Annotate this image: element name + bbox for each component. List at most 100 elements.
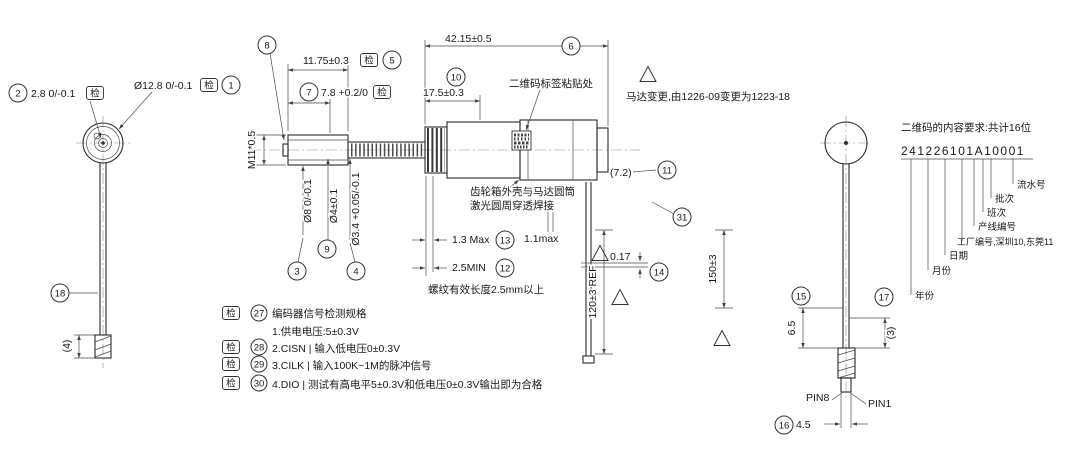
inspection-tag: 检 [222, 357, 240, 371]
dim-42-15: 42.15±0.5 [445, 33, 492, 45]
balloon-5: 5 [382, 50, 402, 70]
svg-text:检: 检 [226, 342, 236, 354]
warning-triangle [611, 288, 629, 305]
balloon-7: 7 [299, 82, 319, 102]
weld-note-line2: 激光圆周穿透焊接 [470, 199, 554, 212]
dim-2-8: 2.8 0/-0.1 [31, 88, 76, 100]
svg-text:31: 31 [677, 213, 688, 224]
balloon-3: 3 [287, 261, 307, 281]
weld-note-line1: 齿轮箱外壳与马达圆筒 [470, 185, 575, 198]
warning-triangle [591, 244, 609, 261]
svg-text:11: 11 [662, 166, 672, 177]
balloon-8: 8 [257, 35, 277, 55]
svg-text:13: 13 [500, 236, 511, 247]
svg-text:5: 5 [389, 56, 394, 67]
svg-text:12: 12 [500, 264, 511, 275]
balloon-1: 1 [221, 75, 241, 95]
svg-text:16: 16 [779, 421, 790, 432]
encoder-spec-title: 编码器信号检测规格 [272, 307, 367, 320]
encoder-spec-block: 编码器信号检测规格 1.供电电压:5±0.3V 2.CISN | 输入低电压0±… [271, 306, 545, 393]
qr-label-date: 日期 [949, 251, 968, 262]
dim-7-2: (7.2) [610, 167, 632, 179]
dim-1-1: 1.1max [524, 233, 559, 245]
svg-text:7: 7 [306, 88, 311, 99]
encoder-spec-item2: 2.CISN | 输入低电压0±0.3V [272, 342, 400, 355]
balloon-27: 27 [250, 304, 268, 322]
dim-dia-3-4: Ø3.4 +0.05/-0.1 [350, 172, 362, 245]
svg-text:检: 检 [90, 88, 100, 100]
svg-text:29: 29 [254, 360, 265, 371]
balloon-4: 4 [346, 261, 366, 281]
encoder-spec-item4: 4.DIO | 测试有高电平5±0.3V和低电压0±0.3V输出即为合格 [272, 378, 543, 391]
dim-120: 120±3 REF [587, 265, 599, 318]
dim-4-5: 4.5 [796, 419, 811, 431]
dim-6-5: 6.5 [786, 321, 798, 336]
keyway-feature [93, 132, 101, 140]
svg-text:10: 10 [451, 73, 462, 84]
balloon-11: 11 [657, 160, 677, 180]
inspection-tags: 检 检 检 检 检 检 检 检 [86, 53, 391, 390]
end-cap [596, 127, 609, 173]
balloon-2: 2 [8, 83, 28, 103]
pin8-label: PIN8 [806, 392, 830, 404]
balloon-14: 14 [649, 262, 669, 282]
svg-text:检: 检 [377, 87, 387, 99]
main-view-dimensions: 42.15±0.5 11.75±0.3 7.8 +0.2/0 17.5±0.3 … [245, 32, 792, 355]
qr-sticker-note: 二维码标签粘贴处 [509, 77, 593, 90]
balloon-9: 9 [317, 239, 337, 259]
inspection-tag: 检 [86, 86, 104, 100]
balloon-28: 28 [250, 338, 268, 356]
svg-text:30: 30 [254, 379, 265, 390]
warning-triangle [639, 65, 657, 82]
balloon-29: 29 [250, 355, 268, 373]
qr-label-line-no: 产线编号 [978, 221, 1016, 233]
balloon-6: 6 [561, 36, 581, 56]
balloon-15: 15 [791, 286, 811, 306]
svg-text:14: 14 [654, 268, 665, 279]
inspection-tag: 检 [373, 85, 391, 99]
svg-text:28: 28 [254, 343, 265, 354]
svg-text:17: 17 [879, 293, 890, 304]
qr-requirement-title: 二维码的内容要求:共计16位 [901, 121, 1032, 134]
dim-1-3: 1.3 Max [452, 234, 490, 246]
dim-17-5: 17.5±0.3 [423, 87, 464, 99]
balloon-callouts: 2 1 18 8 5 7 6 10 3 9 4 13 12 11 31 14 1… [8, 35, 894, 435]
svg-text:检: 检 [226, 359, 236, 371]
balloon-30: 30 [250, 374, 268, 392]
inspection-tag: 检 [222, 306, 240, 320]
qr-code-sticker [511, 130, 532, 151]
inspection-tag: 检 [200, 78, 218, 92]
svg-text:8: 8 [264, 41, 269, 52]
svg-text:检: 检 [226, 378, 236, 390]
dim-7-8: 7.8 +0.2/0 [321, 87, 368, 99]
qr-label-month: 月份 [932, 265, 952, 277]
balloon-12: 12 [495, 258, 515, 278]
dim-150: 150±3 [707, 254, 719, 283]
balloon-17: 17 [874, 287, 894, 307]
balloon-18: 18 [50, 283, 70, 303]
encoder-spec-item3: 3.CILK | 输入100K~1M的脉冲信号 [272, 359, 431, 372]
inspection-tag: 检 [360, 53, 378, 67]
dim-dia-4: Ø4±0.1 [328, 189, 340, 224]
dim-dia-8: Ø8 0/-0.1 [302, 179, 314, 223]
cable-tip [582, 355, 595, 364]
qr-label-serial: 流水号 [1017, 179, 1046, 191]
dim-2-5: 2.5MIN [452, 262, 486, 274]
warning-triangle [713, 329, 731, 346]
encoder-spec-item1: 1.供电电压:5±0.3V [272, 325, 359, 338]
connector-stub [840, 377, 852, 393]
svg-text:2: 2 [15, 89, 20, 100]
revision-triangles [591, 65, 731, 346]
svg-text:检: 检 [364, 55, 374, 67]
inspection-tag: 检 [222, 376, 240, 390]
qr-label-shift: 班次 [987, 207, 1007, 219]
motor-change-note: 马达变更,由1226-09变更为1223-18 [626, 90, 790, 103]
dim-m11: M11*0.5 [246, 131, 258, 169]
qr-code-string: 241226101A10001 [901, 144, 1025, 158]
qr-label-batch: 批次 [995, 193, 1015, 205]
dim-12-8: Ø12.8 0/-0.1 [134, 80, 193, 92]
balloon-31: 31 [672, 207, 692, 227]
svg-text:4: 4 [353, 267, 358, 278]
svg-text:15: 15 [796, 292, 807, 303]
